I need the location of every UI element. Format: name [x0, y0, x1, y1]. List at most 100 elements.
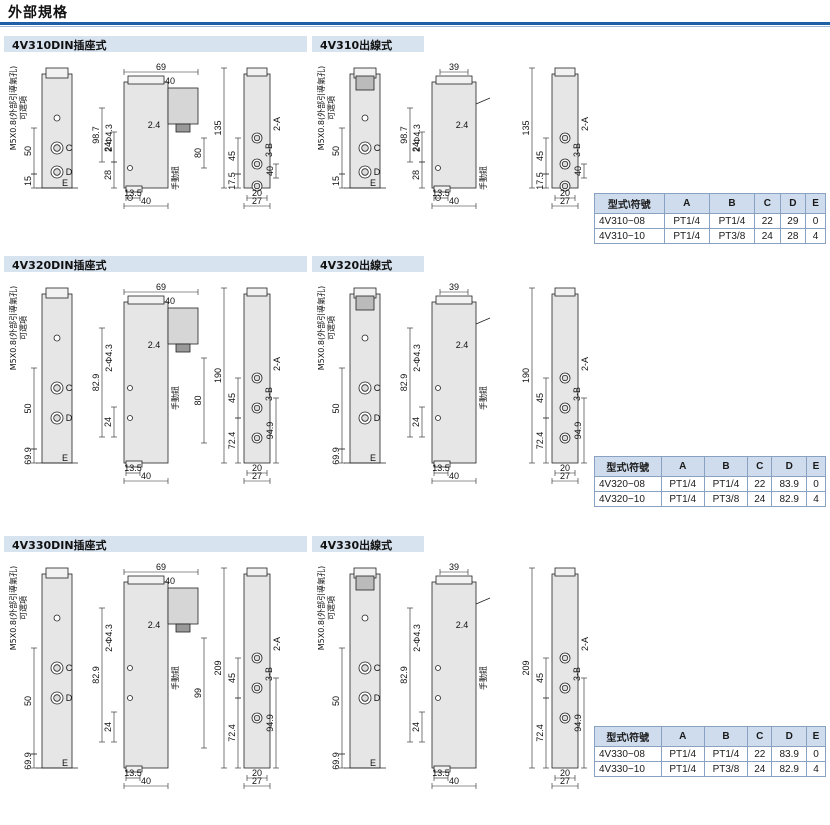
table-header-cell: C [754, 193, 781, 214]
end-view-body [349, 293, 381, 464]
port-letter: D [66, 413, 73, 423]
note-optional: 可選項 [18, 596, 28, 620]
coil-cap [45, 287, 69, 299]
port-letter: C [66, 383, 73, 393]
note-manual: 手動鈕 [170, 166, 180, 190]
table-cell: 4 [805, 228, 826, 244]
port-inner [53, 664, 61, 672]
spec-table-4v310: 型式\符號 A B C D E 4V310−08 PT1/4 PT1/4 22 … [594, 193, 826, 244]
end-view-body [41, 293, 73, 464]
dim-label: 50 [331, 696, 341, 706]
port-inner [561, 160, 569, 168]
dim-label: 39 [449, 282, 459, 292]
dim-label: 2-Φ4.3 [412, 624, 422, 652]
dim-label: 40 [449, 196, 459, 206]
dim-label: 69 [156, 282, 166, 292]
table-cell: 22 [747, 476, 773, 492]
dim-label: 94.9 [573, 714, 583, 732]
front-view-body [551, 573, 579, 769]
port-inner [253, 374, 261, 382]
table-header-cell: E [805, 726, 827, 747]
table-cell: 4 [805, 761, 827, 777]
front-cap [554, 567, 576, 577]
base-plate [125, 185, 143, 193]
side-cap [435, 75, 473, 85]
port-inner [361, 664, 369, 672]
dim-label: 72.4 [535, 724, 545, 742]
dim-label: 40 [141, 471, 151, 481]
dim-label: 2-Φ4.3 [104, 344, 114, 372]
din-connector [167, 587, 199, 625]
note-optional: 可選項 [326, 316, 336, 340]
table-cell: PT1/4 [703, 476, 749, 492]
port-inner [53, 168, 61, 176]
table-header-cell: B [708, 193, 756, 214]
side-cap [127, 75, 165, 85]
spec-table-4v330: 型式\符號 A B C D E 4V330−08 PT1/4 PT1/4 22 … [594, 726, 827, 777]
dim-label: 24 [411, 722, 421, 732]
dim-label: 94.9 [265, 714, 275, 732]
dim-label: 27 [560, 196, 570, 206]
mount-hole [53, 334, 61, 342]
table-header-cell: E [805, 193, 826, 214]
dim-label: 40 [141, 196, 151, 206]
dim-label: 24 [103, 722, 113, 732]
dim-label: 2.4 [456, 620, 469, 630]
table-cell: 24 [754, 228, 781, 244]
table-cell: 4V310−08 [594, 213, 665, 229]
table-header-cell: B [703, 726, 749, 747]
table-cell: PT1/4 [663, 213, 710, 229]
port-inner [253, 160, 261, 168]
dim-label: 3-B [572, 143, 582, 157]
table-cell: PT1/4 [660, 491, 705, 507]
table-row: 4V330−08 PT1/4 PT1/4 22 83.9 0 [594, 746, 827, 762]
dim-label: 2-A [272, 637, 282, 651]
section-band-4v320-wire: 4V320出線式 [312, 256, 424, 272]
port-letter: C [374, 143, 381, 153]
dim-label: 39 [449, 62, 459, 72]
dim-label: 2-Φ4.3 [104, 624, 114, 652]
table-cell: 82.9 [771, 491, 807, 507]
dim-label: 69 [156, 62, 166, 72]
table-cell: 4V320−08 [594, 476, 662, 492]
dim-label: 82.9 [399, 374, 409, 392]
dim-label: 17.5 [535, 172, 545, 190]
table-cell: PT1/4 [703, 746, 749, 762]
din-connector [167, 307, 199, 345]
dim-label: 69.9 [331, 447, 341, 465]
table-header-cell: 型式\符號 [594, 456, 662, 477]
base-plate [125, 765, 143, 773]
port-letter: D [66, 167, 73, 177]
note-m5: M5X0.8(外部引導氣孔) [8, 286, 18, 370]
table-cell: 24 [747, 761, 773, 777]
dim-label: 40 [141, 776, 151, 786]
drawing-svg: CDE5069.9M5X0.8(外部引導氣孔)可選項392.42-Φ4.382.… [316, 562, 590, 789]
port-inner [361, 694, 369, 702]
note-manual: 手動鈕 [478, 386, 488, 410]
table-header-cell: A [663, 193, 710, 214]
dim-label: 2-A [580, 117, 590, 131]
lead-wire [475, 317, 491, 325]
table-header-cell: D [771, 456, 807, 477]
table-cell: 4V330−08 [594, 746, 662, 762]
table-cell: 0 [805, 213, 826, 229]
note-m5: M5X0.8(外部引導氣孔) [316, 66, 326, 150]
table-row: 4V330−10 PT1/4 PT3/8 24 82.9 4 [594, 761, 827, 777]
dim-label: 2-Φ4.3 [104, 124, 114, 152]
dim-label: 13.5 [432, 188, 450, 198]
table-header-cell: A [660, 726, 705, 747]
note-optional: 可選項 [18, 316, 28, 340]
port-letter: D [66, 693, 73, 703]
table-cell: 83.9 [771, 746, 807, 762]
dim-label: 40 [265, 166, 275, 176]
dim-label: 50 [331, 146, 341, 156]
port-inner [253, 654, 261, 662]
dim-label: 135 [521, 120, 531, 135]
dim-label: 40 [449, 471, 459, 481]
dim-label: 27 [252, 776, 262, 786]
dim-label: 98.7 [399, 126, 409, 144]
table-cell: PT1/4 [663, 228, 710, 244]
mount-hole [127, 415, 133, 421]
